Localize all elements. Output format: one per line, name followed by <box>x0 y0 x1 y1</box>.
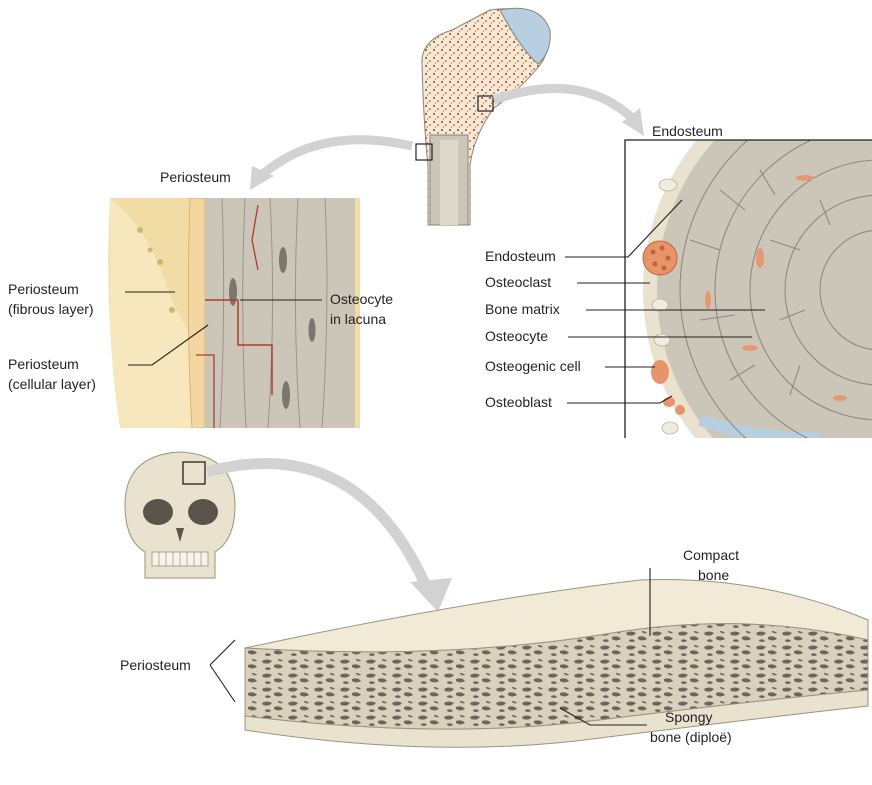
label-osteoclast: Osteoclast <box>485 274 551 290</box>
label-osteocyte-lacuna: Osteocyte <box>330 291 393 307</box>
arrow-to-endosteum <box>494 88 632 118</box>
periosteum-detail <box>100 198 360 428</box>
label-osteogenic-cell: Osteogenic cell <box>485 358 581 374</box>
label-osteoblast: Osteoblast <box>485 394 552 410</box>
label-periosteum-fibrous: Periosteum <box>8 281 79 297</box>
label-spongy-bone-sub: bone (diploë) <box>650 729 732 745</box>
label-periosteum-top: Periosteum <box>160 169 231 185</box>
label-periosteum-cellular: Periosteum <box>8 356 79 372</box>
label-compact-bone: Compact <box>683 547 739 563</box>
label-endosteum: Endosteum <box>485 248 556 264</box>
label-endosteum-top: Endosteum <box>652 123 723 139</box>
label-osteocyte: Osteocyte <box>485 328 548 344</box>
label-periosteum-cellular-sub: (cellular layer) <box>8 376 96 392</box>
label-periosteum-bottom: Periosteum <box>120 657 191 673</box>
label-bone-matrix: Bone matrix <box>485 301 560 317</box>
femur-illustration <box>416 8 550 225</box>
label-spongy-bone: Spongy <box>665 709 712 725</box>
label-osteocyte-lacuna-sub: in lacuna <box>330 311 386 327</box>
arrow-to-periosteum <box>262 140 412 175</box>
flat-bone-slab <box>245 580 868 748</box>
label-periosteum-fibrous-sub: (fibrous layer) <box>8 301 94 317</box>
arrow-to-flat-bone <box>207 463 430 595</box>
label-compact-bone-sub: bone <box>698 567 729 583</box>
